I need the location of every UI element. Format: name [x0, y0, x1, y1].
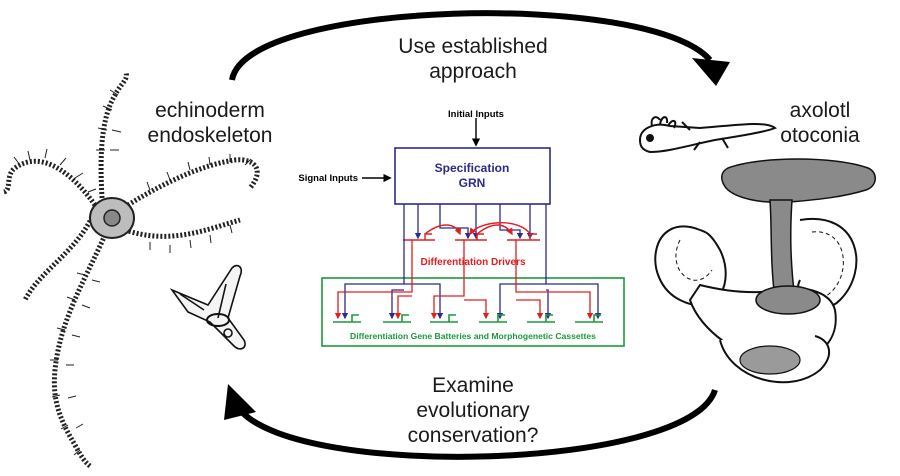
driver-to-battery-links — [334, 240, 594, 320]
cell-vesicle — [223, 328, 233, 338]
battery-gene-6 — [575, 314, 603, 323]
spec-to-driver-links — [414, 204, 534, 240]
axolotl-illustration — [638, 116, 777, 154]
battery-gene-5 — [527, 314, 555, 323]
brittle-star-illustration — [2, 71, 260, 468]
top-arrowhead-icon — [692, 58, 730, 86]
cell-nucleus — [206, 313, 230, 327]
top-cycle-label-line2: approach — [429, 60, 517, 83]
battery-gene-3 — [430, 314, 458, 323]
battery-gene-1 — [333, 314, 361, 323]
driver-gene-2 — [455, 233, 487, 241]
gene-batteries-box — [321, 277, 625, 347]
differentiation-drivers-label: Differentiation Drivers — [420, 257, 525, 268]
spec-to-battery-links — [341, 204, 602, 320]
specification-grn-box — [394, 147, 551, 205]
spec-grn-title-line1: Specification — [435, 161, 510, 175]
driver-gene-3 — [507, 233, 540, 241]
bottom-cycle-label-line3: conservation? — [407, 424, 539, 447]
echinoderm-label-line1: echinoderm — [155, 99, 265, 122]
brittle-star-arms — [2, 71, 260, 468]
axolotl-label-line1: axolotl — [789, 99, 851, 122]
axolotl-eye — [646, 134, 654, 142]
bottom-cycle-label-line2: evolutionary — [416, 399, 530, 422]
bottom-cycle-label-line1: Examine — [432, 374, 514, 397]
axolotl-label-line2: otoconia — [780, 124, 860, 147]
grn-schematic: Initial Inputs Signal Inputs Specificati… — [298, 109, 625, 347]
driver-gene-1 — [403, 233, 435, 241]
battery-gene-2 — [383, 314, 411, 323]
spec-grn-title-line2: GRN — [459, 176, 486, 190]
spicule-cell-illustration — [169, 264, 246, 350]
battery-genes — [333, 314, 603, 323]
echinoderm-label: echinoderm endoskeleton — [130, 98, 290, 148]
echinoderm-label-line2: endoskeleton — [147, 124, 273, 147]
gene-batteries-label: Differentiation Gene Batteries and Morph… — [350, 331, 596, 341]
bottom-arrowhead-icon — [224, 384, 256, 420]
axolotl-label: axolotl otoconia — [760, 98, 880, 148]
bottom-cycle-arrow — [224, 384, 718, 460]
battery-gene-4 — [479, 314, 507, 323]
initial-inputs-label: Initial Inputs — [448, 109, 504, 120]
bottom-cycle-label: Examine evolutionary conservation? — [368, 373, 578, 448]
brittle-star-spines — [13, 89, 252, 456]
signal-inputs-label: Signal Inputs — [298, 173, 358, 184]
top-cycle-label: Use established approach — [368, 34, 578, 84]
driver-genes — [403, 222, 540, 241]
top-cycle-label-line1: Use established — [398, 35, 548, 58]
inner-ear-illustration — [654, 158, 876, 384]
utricle-otoconia — [755, 285, 821, 315]
saccule-otoconia — [739, 345, 801, 375]
brittle-star-mouth — [103, 209, 121, 227]
top-cycle-arrow — [229, 10, 730, 86]
